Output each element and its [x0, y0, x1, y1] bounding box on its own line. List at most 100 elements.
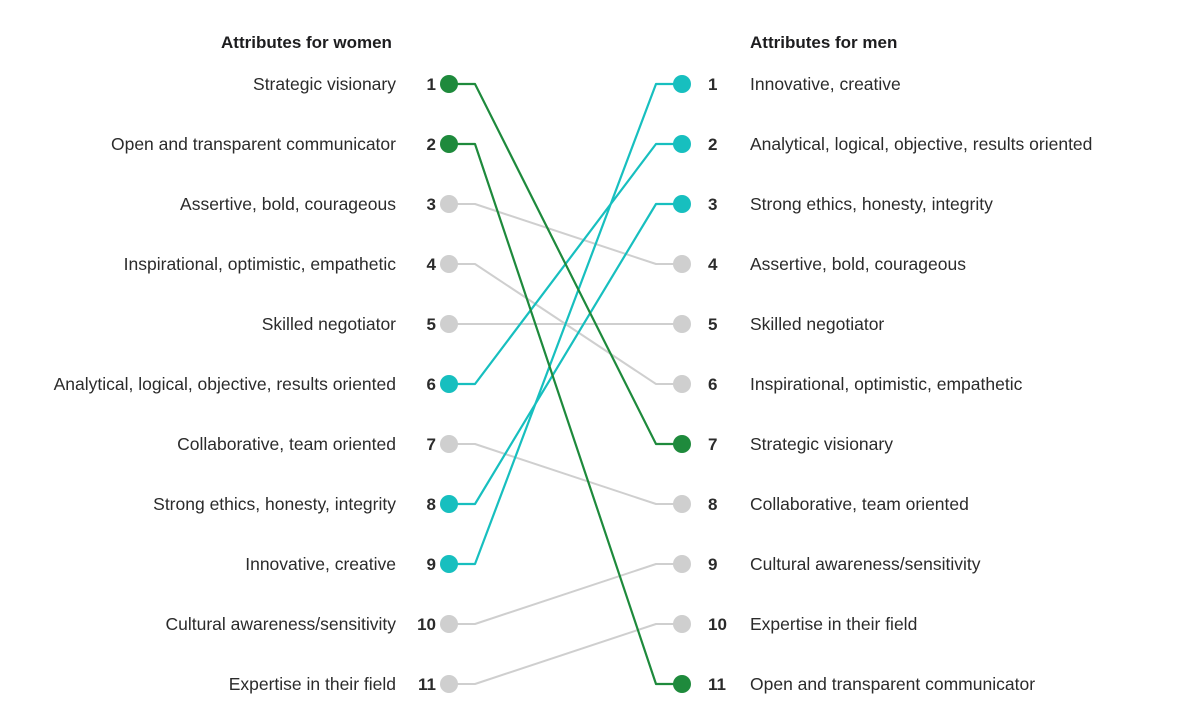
left-row: Expertise in their field 11: [229, 674, 458, 694]
right-row: 11 Open and transparent communicator: [673, 674, 1035, 694]
men-attribute-label: Collaborative, team oriented: [750, 494, 969, 514]
men-rank-number: 11: [708, 675, 726, 694]
right-row: 3 Strong ethics, honesty, integrity: [673, 194, 993, 214]
women-rank-number: 9: [427, 555, 436, 574]
left-row: Collaborative, team oriented 7: [177, 434, 458, 454]
men-attribute-label: Analytical, logical, objective, results …: [750, 134, 1092, 154]
men-rank-column: 1 Innovative, creative 2 Analytical, logica…: [673, 74, 1092, 694]
left-row: Analytical, logical, objective, results …: [54, 374, 458, 394]
right-row: 4 Assertive, bold, courageous: [673, 254, 966, 274]
slope-line: [449, 82, 682, 566]
women-attribute-label: Strong ethics, honesty, integrity: [153, 494, 396, 514]
men-rank-number: 6: [708, 375, 717, 394]
men-rank-dot: [673, 555, 691, 573]
men-attribute-label: Inspirational, optimistic, empathetic: [750, 374, 1023, 394]
right-row: 10 Expertise in their field: [673, 614, 917, 634]
men-attribute-label: Assertive, bold, courageous: [750, 254, 966, 274]
women-rank-dot: [440, 315, 458, 333]
women-attribute-label: Analytical, logical, objective, results …: [54, 374, 396, 394]
right-row: 6 Inspirational, optimistic, empathetic: [673, 374, 1023, 394]
women-rank-number: 1: [427, 75, 436, 94]
left-row: Assertive, bold, courageous 3: [180, 194, 458, 214]
left-row: Strong ethics, honesty, integrity 8: [153, 494, 458, 514]
slope-lines: [449, 82, 682, 686]
women-rank-number: 11: [418, 675, 436, 694]
men-attribute-label: Strategic visionary: [750, 434, 893, 454]
men-attribute-label: Cultural awareness/sensitivity: [750, 554, 981, 574]
right-row: 1 Innovative, creative: [673, 74, 901, 94]
men-rank-dot: [673, 495, 691, 513]
slope-line: [449, 82, 682, 446]
right-row: 9 Cultural awareness/sensitivity: [673, 554, 981, 574]
men-rank-dot: [673, 435, 691, 453]
women-rank-dot: [440, 615, 458, 633]
left-row: Innovative, creative 9: [245, 554, 458, 574]
women-rank-dot: [440, 255, 458, 273]
women-attribute-label: Inspirational, optimistic, empathetic: [124, 254, 397, 274]
slope-line: [449, 202, 682, 506]
men-rank-dot: [673, 615, 691, 633]
left-row: Inspirational, optimistic, empathetic 4: [124, 254, 458, 274]
women-rank-dot: [440, 555, 458, 573]
men-rank-dot: [673, 75, 691, 93]
women-rank-dot: [440, 675, 458, 693]
men-rank-number: 2: [708, 135, 717, 154]
slope-line: [449, 142, 682, 686]
women-rank-number: 7: [427, 435, 436, 454]
men-attribute-label: Skilled negotiator: [750, 314, 884, 334]
men-attribute-label: Open and transparent communicator: [750, 674, 1035, 694]
women-rank-dot: [440, 195, 458, 213]
right-row: 8 Collaborative, team oriented: [673, 494, 969, 514]
women-column-title: Attributes for women: [221, 33, 392, 52]
men-attribute-label: Strong ethics, honesty, integrity: [750, 194, 993, 214]
women-rank-dot: [440, 75, 458, 93]
women-attribute-label: Assertive, bold, courageous: [180, 194, 396, 214]
men-rank-number: 3: [708, 195, 717, 214]
women-attribute-label: Skilled negotiator: [262, 314, 396, 334]
women-rank-number: 4: [427, 255, 437, 274]
women-attribute-label: Expertise in their field: [229, 674, 396, 694]
women-rank-number: 8: [427, 495, 436, 514]
men-rank-dot: [673, 135, 691, 153]
right-row: 2 Analytical, logical, objective, results…: [673, 134, 1092, 154]
slope-line: [449, 623, 682, 685]
men-rank-dot: [673, 195, 691, 213]
left-row: Skilled negotiator 5: [262, 314, 458, 334]
slope-line: [449, 203, 682, 265]
men-column-title: Attributes for men: [750, 33, 897, 52]
women-rank-number: 5: [427, 315, 436, 334]
women-attribute-label: Innovative, creative: [245, 554, 396, 574]
women-rank-number: 6: [427, 375, 436, 394]
women-rank-number: 2: [427, 135, 436, 154]
men-rank-number: 10: [708, 615, 727, 634]
men-rank-dot: [673, 375, 691, 393]
women-rank-dot: [440, 435, 458, 453]
men-rank-dot: [673, 255, 691, 273]
women-rank-dot: [440, 135, 458, 153]
slope-line: [449, 563, 682, 625]
men-attribute-label: Innovative, creative: [750, 74, 901, 94]
men-rank-number: 1: [708, 75, 717, 94]
women-rank-dot: [440, 375, 458, 393]
women-rank-number: 3: [427, 195, 436, 214]
men-rank-number: 8: [708, 495, 717, 514]
men-rank-number: 4: [708, 255, 718, 274]
left-row: Strategic visionary 1: [253, 74, 458, 94]
right-row: 5 Skilled negotiator: [673, 314, 884, 334]
women-rank-dot: [440, 495, 458, 513]
men-rank-dot: [673, 675, 691, 693]
left-row: Cultural awareness/sensitivity 10: [165, 614, 458, 634]
men-attribute-label: Expertise in their field: [750, 614, 917, 634]
men-rank-dot: [673, 315, 691, 333]
women-rank-number: 10: [417, 615, 436, 634]
men-rank-number: 5: [708, 315, 717, 334]
women-attribute-label: Strategic visionary: [253, 74, 396, 94]
women-attribute-label: Collaborative, team oriented: [177, 434, 396, 454]
women-attribute-label: Cultural awareness/sensitivity: [165, 614, 396, 634]
slope-line: [449, 443, 682, 505]
men-rank-number: 9: [708, 555, 717, 574]
